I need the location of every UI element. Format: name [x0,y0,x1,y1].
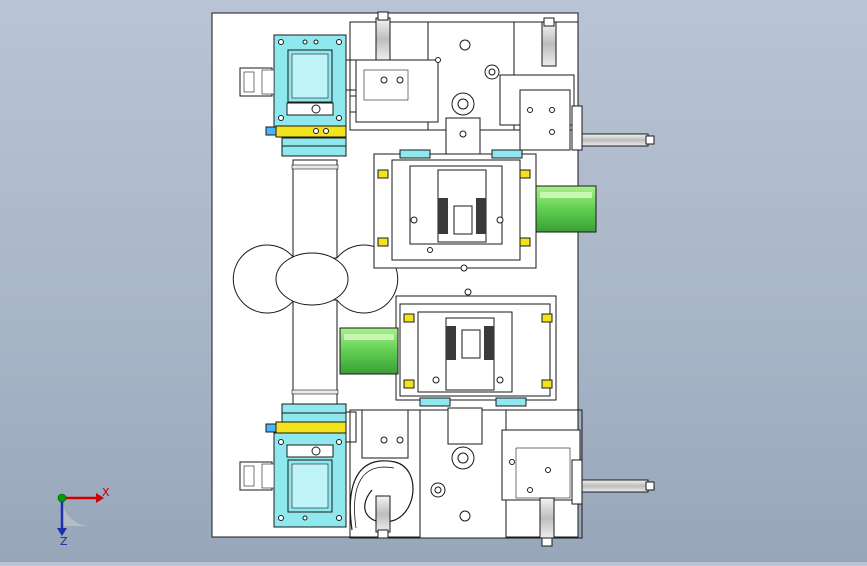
top-left-cylinder [239,34,363,157]
triad-z-label: Z [60,535,68,548]
coordinate-triad: X Z [57,486,110,548]
lower-clamp-plate [339,288,557,407]
bottom-left-cylinder [239,403,357,528]
bottom-slide-block [349,407,655,547]
top-slide-block [349,11,655,159]
triad-y-axis [57,493,67,503]
triad-x-label: X [102,486,110,499]
upper-clamp-plate [373,149,597,272]
left-guide-bar [232,159,399,409]
